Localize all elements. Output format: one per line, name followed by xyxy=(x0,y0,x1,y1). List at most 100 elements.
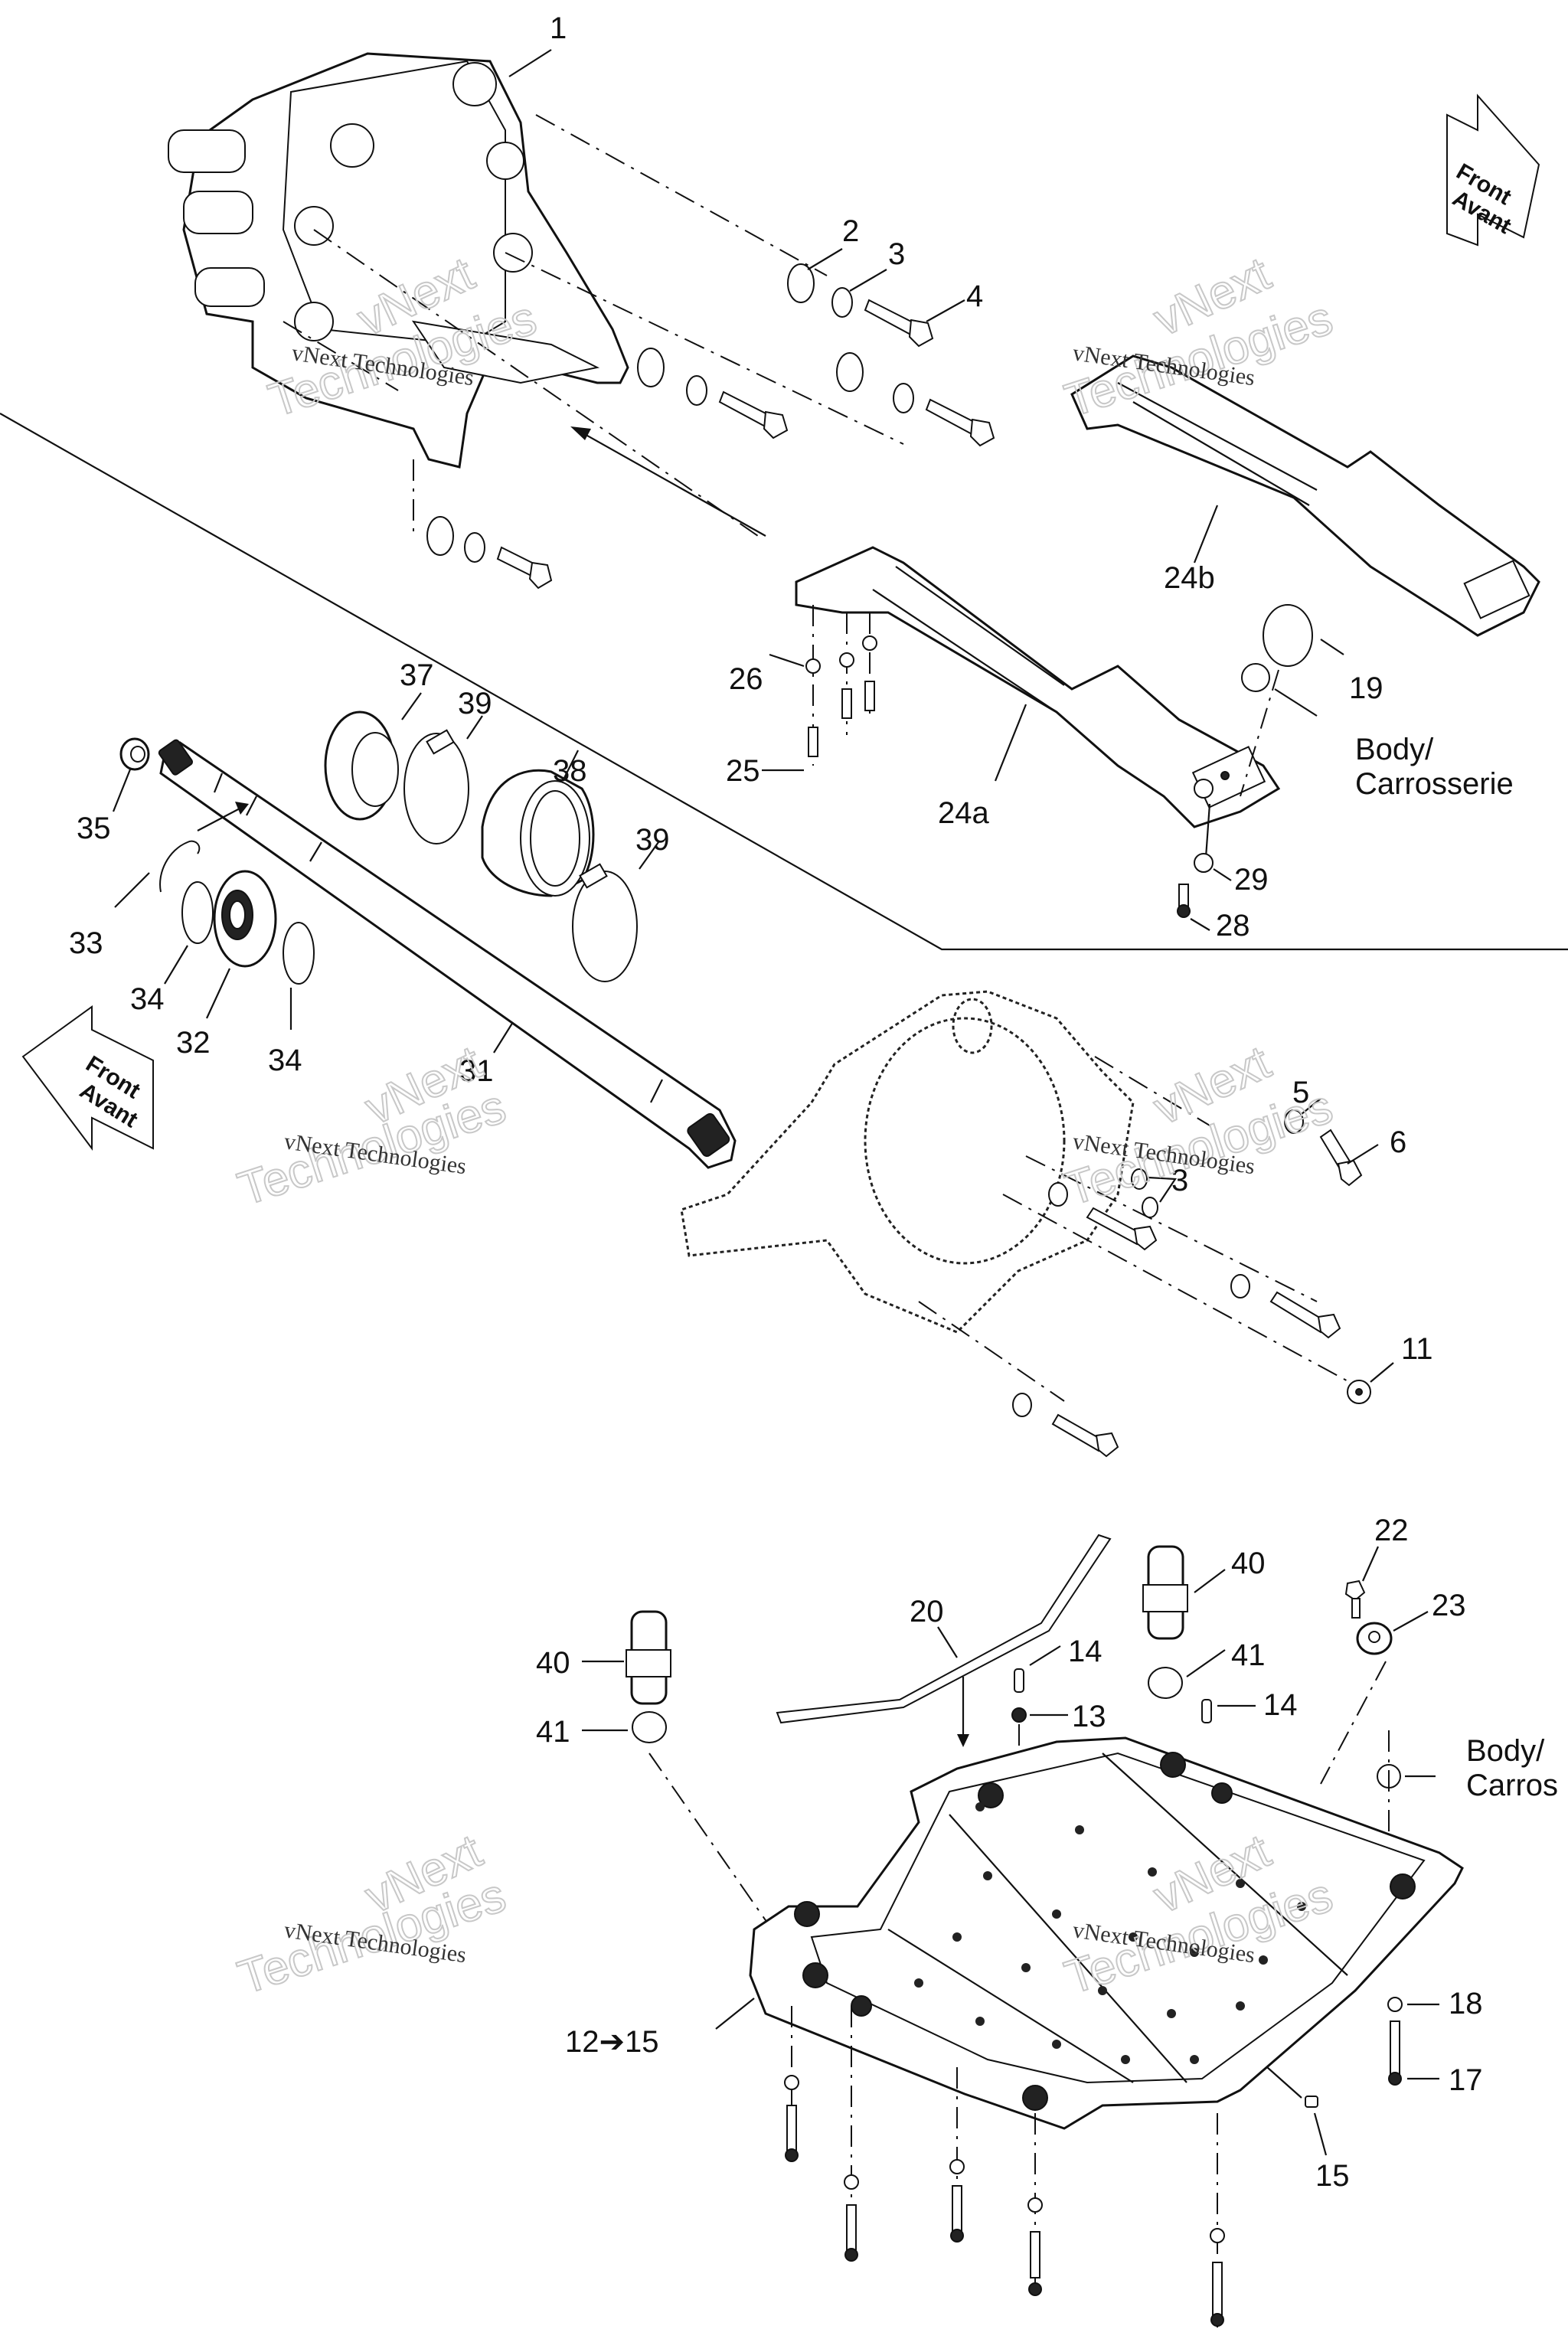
part-40-fitting-b[interactable] xyxy=(1142,1545,1188,1640)
part-35-seal[interactable] xyxy=(119,737,150,771)
fasteners-26-25[interactable] xyxy=(805,605,877,766)
fastener-stack-lowest[interactable] xyxy=(1012,1393,1119,1458)
front-arrow-left: Front Avant xyxy=(21,1005,154,1151)
callout-6: 6 xyxy=(1347,1125,1406,1165)
part-39-clamp-a[interactable] xyxy=(403,729,469,844)
assembly-arrow-shaft xyxy=(197,802,249,831)
part-23-grommet[interactable] xyxy=(1356,1622,1393,1655)
callout-23: 23 xyxy=(1393,1589,1466,1632)
svg-text:12➔15: 12➔15 xyxy=(565,2025,659,2059)
svg-text:28: 28 xyxy=(1216,909,1250,942)
callout-13: 13 xyxy=(1030,1700,1106,1733)
svg-text:11: 11 xyxy=(1401,1332,1433,1366)
callout-24a: 24a xyxy=(938,704,1027,830)
svg-text:1: 1 xyxy=(550,11,567,45)
callout-25: 25 xyxy=(726,754,804,788)
part-1-housing[interactable] xyxy=(168,52,629,469)
part-39-clamp-b[interactable] xyxy=(572,863,638,982)
fastener-stack-upper[interactable] xyxy=(787,263,934,348)
callout-33: 33 xyxy=(69,872,150,960)
part-13-washer[interactable] xyxy=(1011,1707,1027,1723)
part-34-o-ring-a[interactable] xyxy=(181,881,214,944)
part-41-ring-a[interactable] xyxy=(632,1711,667,1743)
part-38-boot[interactable] xyxy=(481,769,595,897)
svg-text:Carrosserie: Carrosserie xyxy=(1355,767,1514,801)
part-12-15-hull-plate[interactable] xyxy=(749,1736,1464,2130)
part-14-screw-b[interactable] xyxy=(1201,1699,1212,1723)
callout-18: 18 xyxy=(1407,1987,1483,2020)
section-divider xyxy=(0,413,1568,951)
svg-text:24a: 24a xyxy=(938,796,989,830)
part-22-bolt[interactable] xyxy=(1344,1579,1366,1619)
fastener-stack-mid-left[interactable] xyxy=(637,348,789,439)
assembly-arrow-upper xyxy=(570,426,766,537)
callout-24b: 24b xyxy=(1164,505,1219,595)
part-24b-bracket[interactable] xyxy=(1070,354,1540,637)
part-32-bearing-seal[interactable] xyxy=(213,870,277,968)
part-11-plate[interactable] xyxy=(1347,1380,1371,1404)
svg-text:34: 34 xyxy=(268,1044,302,1077)
assembly-arrow-strip xyxy=(957,1677,969,1747)
callout-17: 17 xyxy=(1407,2063,1483,2097)
svg-text:41: 41 xyxy=(1231,1638,1266,1672)
part-20-strip[interactable] xyxy=(776,1534,1112,1724)
fastener-stack-mid-a[interactable] xyxy=(1048,1182,1158,1251)
part-33-circlip[interactable] xyxy=(159,840,201,893)
callout-14a: 14 xyxy=(1029,1635,1102,1668)
svg-text:32: 32 xyxy=(176,1026,211,1060)
part-41-ring-b[interactable] xyxy=(1148,1667,1183,1699)
part-18-washer[interactable] xyxy=(1387,1997,1403,2012)
svg-text:35: 35 xyxy=(77,812,111,845)
callout-35: 35 xyxy=(77,769,132,845)
part-24a-bracket[interactable] xyxy=(795,546,1281,828)
part-29-washer[interactable] xyxy=(1194,779,1214,873)
callout-39a: 39 xyxy=(458,687,492,740)
callout-2: 2 xyxy=(807,214,859,270)
part-19-cap[interactable] xyxy=(1240,604,1313,797)
callout-34a: 34 xyxy=(130,945,188,1016)
watermark-5: vNext Technologies vNext Technologies xyxy=(231,1824,513,2005)
note-body-carros: Body/ Carros xyxy=(1405,1734,1558,1802)
svg-text:2: 2 xyxy=(842,214,859,248)
svg-text:24b: 24b xyxy=(1164,561,1215,595)
fastener-stack-mid-b[interactable] xyxy=(1230,1274,1341,1339)
part-14-screw-a[interactable] xyxy=(1014,1668,1024,1693)
svg-text:34: 34 xyxy=(130,982,165,1016)
callout-19: 19 xyxy=(1320,639,1383,705)
fastener-stack-lower[interactable] xyxy=(426,516,553,590)
hull-holes xyxy=(914,1802,1306,2064)
callout-38: 38 xyxy=(553,750,587,788)
part-37-seal-housing[interactable] xyxy=(324,710,399,821)
svg-text:40: 40 xyxy=(536,1646,570,1680)
callout-40a: 40 xyxy=(536,1646,624,1680)
bottom-fasteners[interactable] xyxy=(784,2006,1225,2328)
part-28-screw[interactable] xyxy=(1177,884,1191,918)
svg-text:6: 6 xyxy=(1390,1125,1406,1159)
svg-text:5: 5 xyxy=(1292,1076,1309,1109)
part-40-fitting-a[interactable] xyxy=(626,1610,671,1705)
svg-text:Body/: Body/ xyxy=(1355,733,1434,766)
part-34-o-ring-b[interactable] xyxy=(283,922,315,985)
fastener-stack-mid-right[interactable] xyxy=(836,352,995,447)
svg-text:14: 14 xyxy=(1068,1635,1102,1668)
svg-text:31: 31 xyxy=(459,1054,494,1088)
nuts-3b[interactable] xyxy=(1131,1168,1158,1218)
svg-text:33: 33 xyxy=(69,926,103,960)
part-31-drive-shaft[interactable] xyxy=(158,739,737,1169)
callout-11: 11 xyxy=(1370,1332,1433,1383)
svg-text:3: 3 xyxy=(1171,1164,1188,1197)
svg-text:4: 4 xyxy=(966,279,983,313)
svg-text:20: 20 xyxy=(910,1595,944,1628)
callout-12-15: 12➔15 xyxy=(565,1998,755,2059)
fastener-stack-5-6[interactable] xyxy=(1284,1109,1363,1187)
svg-text:13: 13 xyxy=(1072,1700,1106,1733)
part-15-screw[interactable] xyxy=(1266,2066,1318,2108)
svg-text:14: 14 xyxy=(1263,1688,1298,1722)
svg-text:Carros: Carros xyxy=(1466,1769,1558,1802)
callout-26: 26 xyxy=(729,653,805,696)
callout-14b: 14 xyxy=(1217,1688,1298,1722)
svg-text:Body/: Body/ xyxy=(1466,1734,1545,1768)
callout-37: 37 xyxy=(400,658,434,720)
part-17-bolt[interactable] xyxy=(1388,2020,1402,2086)
